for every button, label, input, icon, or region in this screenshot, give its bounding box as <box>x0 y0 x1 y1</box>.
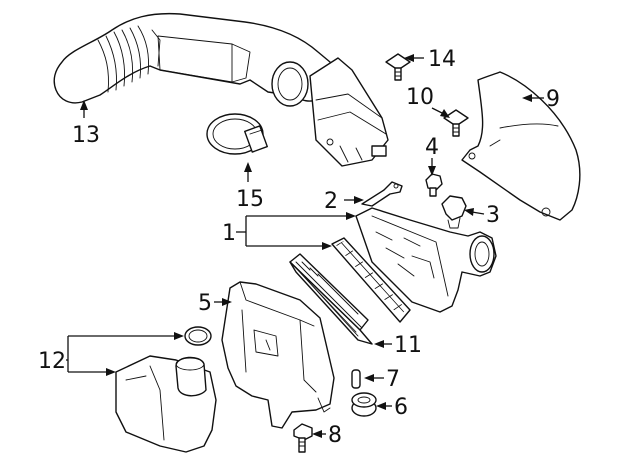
intake-duct-part <box>53 12 389 167</box>
lower-case-part <box>221 281 335 429</box>
callout-14: 14 <box>428 47 456 72</box>
leader-lines <box>66 54 544 438</box>
callout-9: 9 <box>546 87 560 112</box>
air-filter-part <box>289 253 373 345</box>
callout-4: 4 <box>425 135 439 160</box>
resonator-part <box>115 326 217 453</box>
callout-8: 8 <box>328 423 342 448</box>
bolt-8-part <box>293 423 313 453</box>
screw-10-part <box>443 109 469 137</box>
callout-5: 5 <box>198 291 212 316</box>
callout-6: 6 <box>394 395 408 420</box>
callout-10: 10 <box>406 85 434 110</box>
callout-3: 3 <box>486 203 500 228</box>
callout-13: 13 <box>72 123 100 148</box>
grommet-6-part <box>351 392 377 417</box>
callout-7: 7 <box>386 367 400 392</box>
callout-1: 1 <box>222 221 236 246</box>
callout-12: 12 <box>38 349 66 374</box>
hose-clamp-part <box>206 113 268 155</box>
sensor-3-part <box>441 195 467 229</box>
bracket-2-part <box>361 181 403 207</box>
callout-2: 2 <box>324 189 338 214</box>
bolt-4-part <box>425 173 443 197</box>
air-deflector-part <box>461 71 581 221</box>
callout-15: 15 <box>236 187 264 212</box>
callout-11: 11 <box>394 333 422 358</box>
air-cleaner-cover-part <box>355 207 497 313</box>
callout-labels: 13 15 14 10 9 4 2 3 1 5 11 12 7 6 8 <box>38 47 560 448</box>
pin-7-part <box>351 369 361 389</box>
